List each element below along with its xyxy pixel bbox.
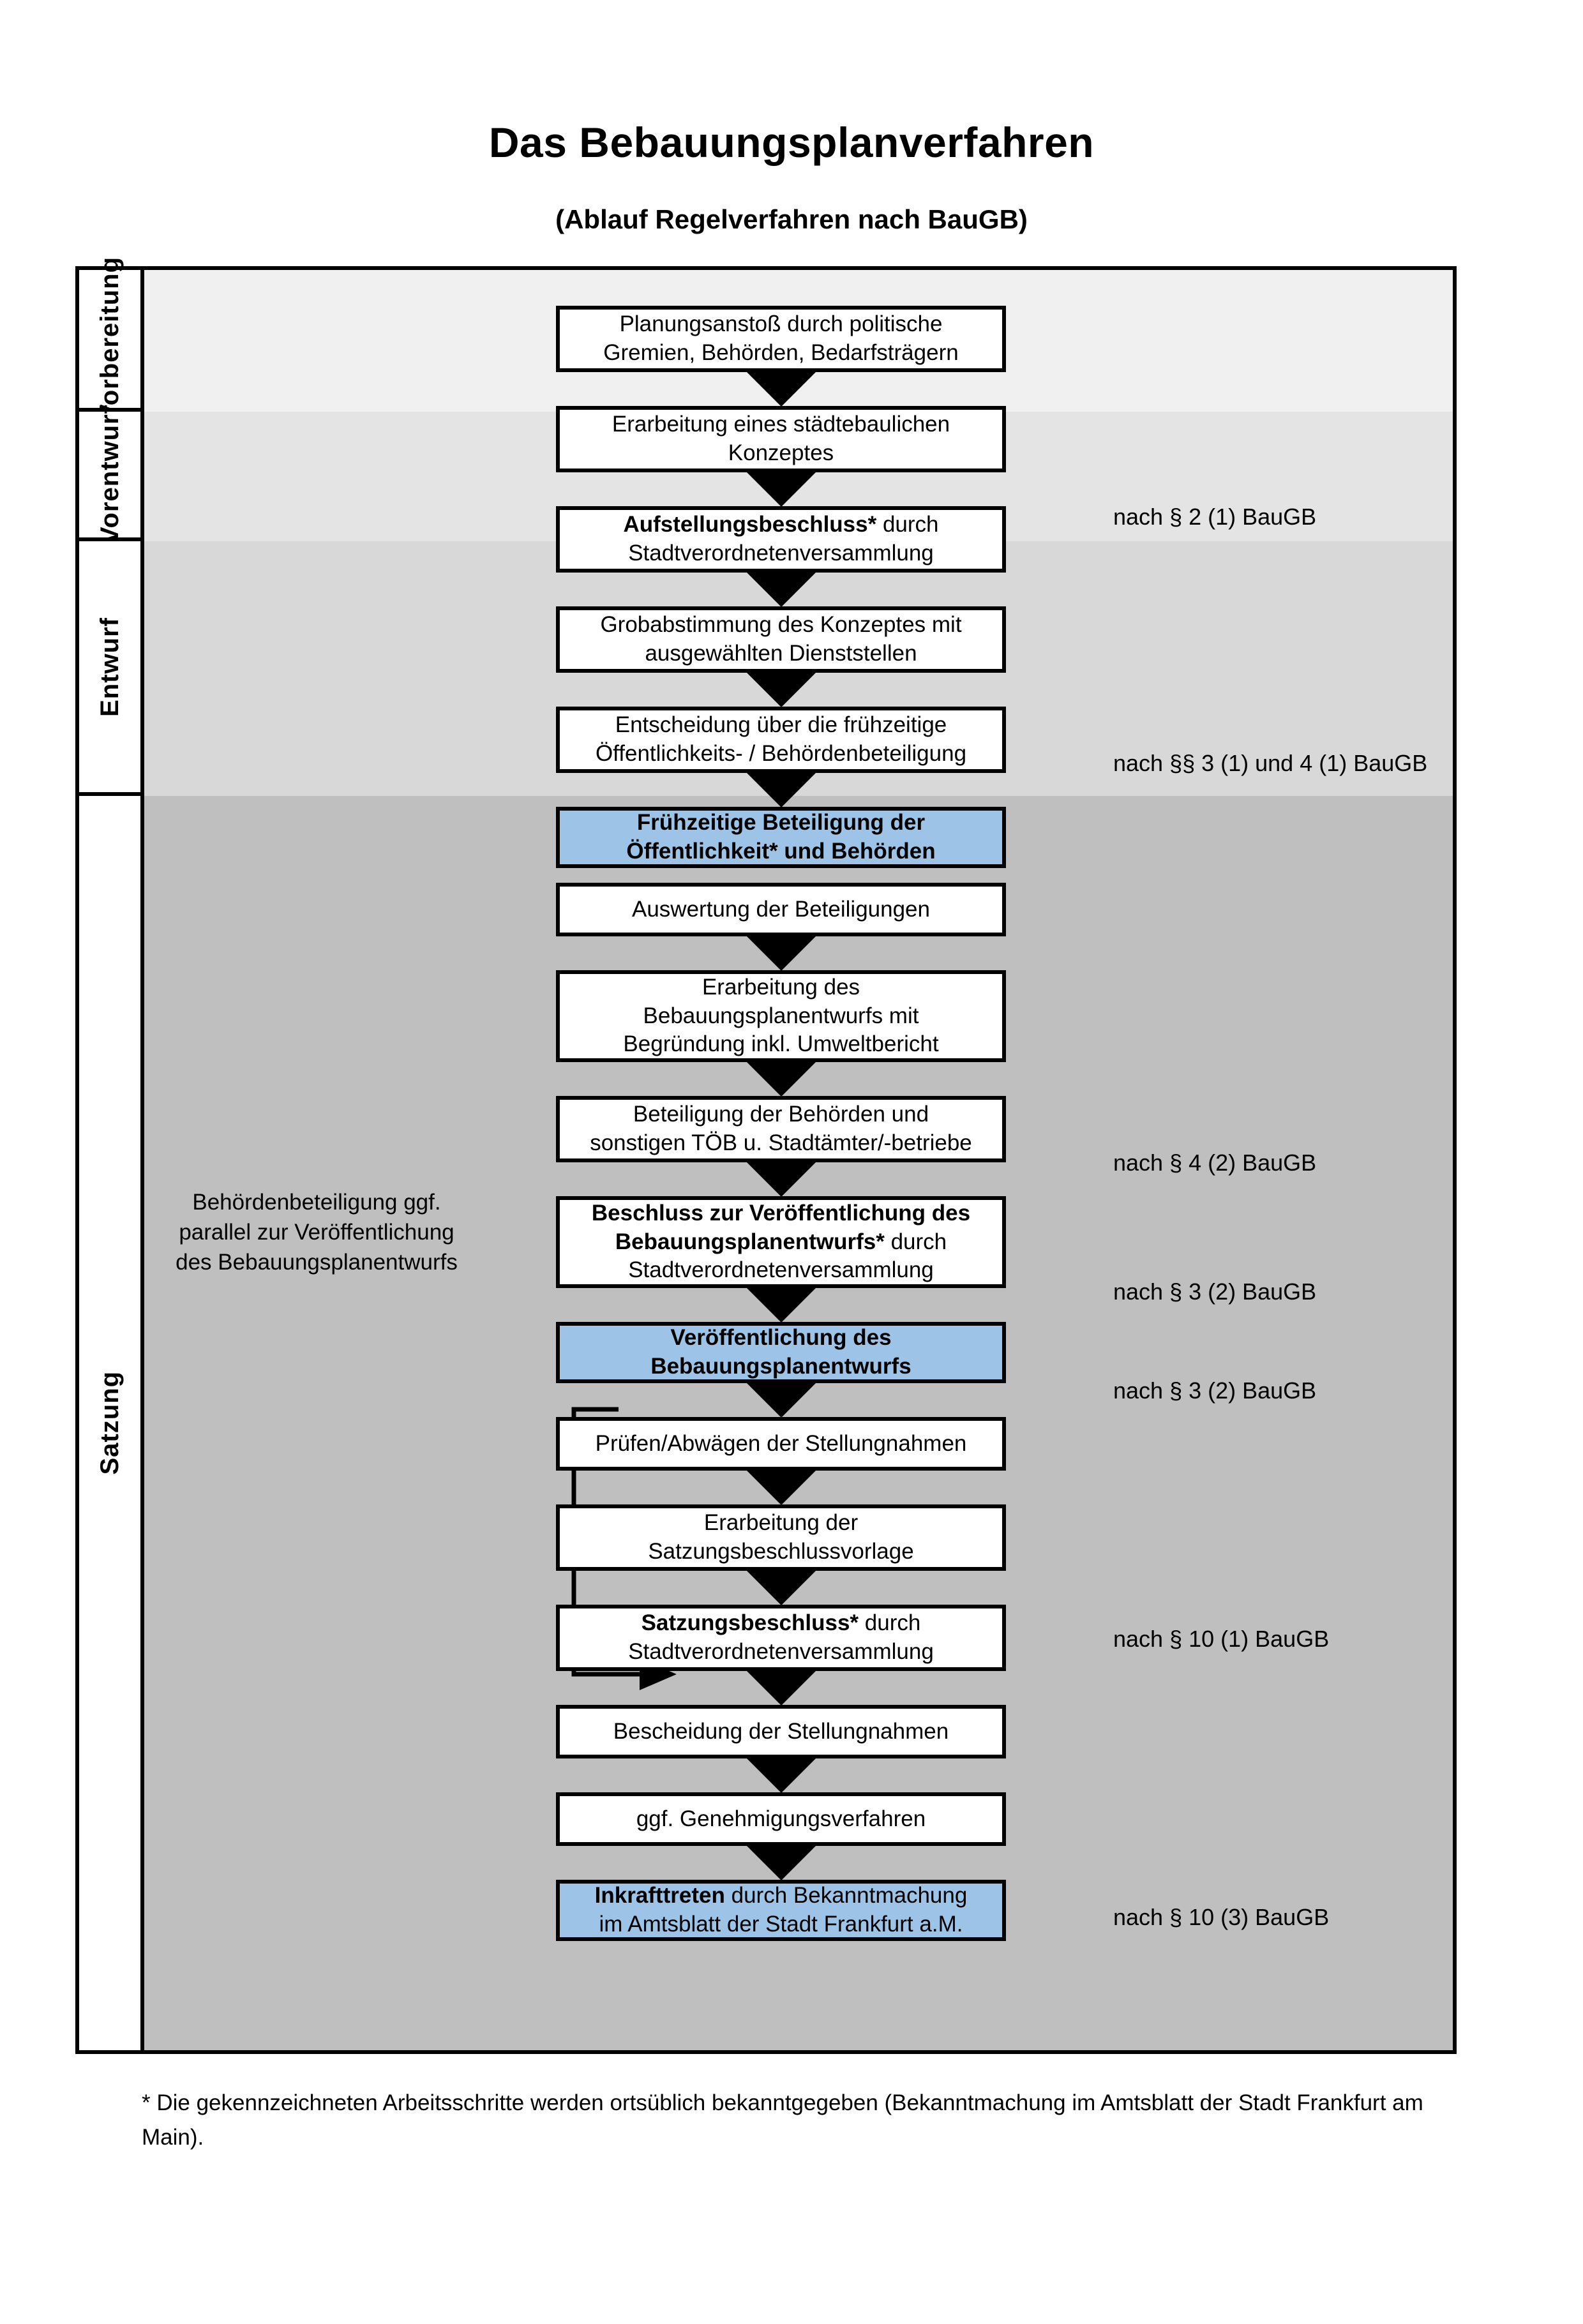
legal-ref-4-2: nach § 4 (2) BauGB [1113, 1150, 1317, 1176]
node-satzungsbeschlussvorlage[interactable]: Erarbeitung der Satzungsbeschlussvorlage [556, 1504, 1006, 1571]
phase-label-text: Entwurf [95, 617, 124, 717]
node-line: Öffentlichkeit* und Behörden [626, 837, 935, 866]
node-line: Inkrafttreten durch Bekanntmachung [595, 1882, 968, 1910]
node-line: sonstigen TÖB u. Stadtämter/-betriebe [590, 1130, 972, 1155]
phase-label-vorentwurf: Vorentwurf [79, 405, 144, 544]
node-bold-text: Veröffentlichung des [670, 1325, 892, 1351]
phase-label-text: Vorbereitung [95, 257, 124, 421]
node-line: Auswertung der Beteiligungen [632, 896, 930, 922]
diagram-frame: Vorbereitung Vorentwurf Entwurf Satzung … [75, 257, 1457, 2054]
node-regular-text: durch Bekanntmachung [724, 1883, 968, 1908]
node-line: Bebauungsplanentwurfs mit [643, 1003, 919, 1028]
phase-label-vorbereitung: Vorbereitung [79, 257, 144, 421]
node-line: Stadtverordnetenversammlung [628, 1257, 934, 1283]
node-line: Öffentlichkeits- / Behördenbeteiligung [595, 741, 967, 766]
legal-ref-3-2-b: nach § 3 (2) BauGB [1113, 1377, 1317, 1404]
node-line: ausgewählten Dienststellen [645, 641, 917, 666]
node-bold-text: Bebauungsplanentwurfs* [615, 1229, 885, 1254]
node-line: ggf. Genehmigungsverfahren [636, 1806, 926, 1831]
node-genehmigungsverfahren[interactable]: ggf. Genehmigungsverfahren [556, 1792, 1006, 1846]
legal-ref-10-3: nach § 10 (3) BauGB [1113, 1904, 1330, 1930]
node-line: im Amtsblatt der Stadt Frankfurt a.M. [599, 1912, 963, 1937]
node-bold-text: Satzungsbeschluss* [641, 1610, 859, 1636]
node-veroeffentlichung-entwurf[interactable]: Veröffentlichung des Bebauungsplanentwur… [556, 1322, 1006, 1383]
legal-ref-2-1: nach § 2 (1) BauGB [1113, 504, 1317, 530]
legal-ref-3-2-a: nach § 3 (2) BauGB [1113, 1278, 1317, 1305]
node-line: Beteiligung der Behörden und [633, 1102, 929, 1127]
node-line: Bescheidung der Stellungnahmen [613, 1718, 949, 1744]
node-erarbeitung-bebauungsplanentwurf[interactable]: Erarbeitung des Bebauungsplanentwurfs mi… [556, 970, 1006, 1062]
node-line: Prüfen/Abwägen der Stellungnahmen [595, 1430, 967, 1456]
node-fruehzeitige-beteiligung[interactable]: Frühzeitige Beteiligung der Öffentlichke… [556, 807, 1006, 868]
node-regular-text: durch [859, 1610, 921, 1636]
node-bold-text: Öffentlichkeit* und Behörden [626, 839, 936, 864]
node-regular-text: durch [884, 1229, 947, 1254]
footnote: * Die gekennzeichneten Arbeitsschritte w… [142, 2090, 1423, 2150]
page-title: Das Bebauungsplanverfahren [488, 119, 1095, 166]
page-subtitle: (Ablauf Regelverfahren nach BauGB) [555, 204, 1028, 234]
phase-label-text: Vorentwurf [95, 405, 124, 544]
phase-label-entwurf: Entwurf [79, 541, 144, 796]
node-line: Satzungsbeschlussvorlage [648, 1539, 914, 1564]
node-bold-text: Inkrafttreten [594, 1883, 725, 1908]
node-entscheidung-fruehzeitige[interactable]: Entscheidung über die frühzeitige Öffent… [556, 707, 1006, 773]
node-inkrafttreten[interactable]: Inkrafttreten durch Bekanntmachung im Am… [556, 1880, 1006, 1941]
node-beschluss-veroeffentlichung[interactable]: Beschluss zur Veröffentlichung des Bebau… [556, 1196, 1006, 1288]
phase-label-text: Satzung [95, 1371, 124, 1475]
node-staedtebauliches-konzept[interactable]: Erarbeitung eines städtebaulichen Konzep… [556, 406, 1006, 472]
legal-ref-3-1-4-1: nach §§ 3 (1) und 4 (1) BauGB [1113, 750, 1428, 776]
node-line: Beschluss zur Veröffentlichung des [592, 1199, 970, 1228]
node-line: Konzeptes [728, 440, 834, 465]
sidenote-line: ggf. parallel zur [179, 1190, 441, 1245]
node-regular-text: durch [876, 512, 939, 537]
phase-label-satzung: Satzung [79, 796, 144, 2050]
node-line: Bebauungsplanentwurfs [650, 1353, 911, 1381]
sidenote-line: Veröffentlichung des [176, 1219, 454, 1275]
sidenote-line: Behördenbeteiligung [192, 1190, 398, 1215]
node-line: Satzungsbeschluss* durch [628, 1609, 934, 1638]
node-grobabstimmung[interactable]: Grobabstimmung des Konzeptes mit ausgewä… [556, 606, 1006, 673]
node-line: Entscheidung über die frühzeitige [615, 712, 947, 738]
sidenote-behoerdenbeteiligung: Behördenbeteiligung ggf. parallel zur Ve… [167, 1188, 467, 1278]
node-line: Frühzeitige Beteiligung der [626, 809, 935, 837]
node-line: Erarbeitung eines städtebaulichen [611, 412, 950, 437]
node-line: Bebauungsplanentwurfs* durch [592, 1228, 970, 1257]
node-line: Planungsanstoß durch politische [619, 311, 943, 337]
node-planungsanstoss[interactable]: Planungsanstoß durch politische Gremien,… [556, 306, 1006, 372]
node-bescheidung-stellungnahmen[interactable]: Bescheidung der Stellungnahmen [556, 1705, 1006, 1758]
node-bold-text: Beschluss zur Veröffentlichung des [591, 1200, 971, 1226]
node-beteiligung-behoerden-toeb[interactable]: Beteiligung der Behörden und sonstigen T… [556, 1096, 1006, 1162]
node-line: Begründung inkl. Umweltbericht [623, 1031, 939, 1057]
node-line: Stadtverordnetenversammlung [628, 1639, 934, 1664]
node-pruefen-abwaegen[interactable]: Prüfen/Abwägen der Stellungnahmen [556, 1417, 1006, 1471]
node-line: Erarbeitung des [701, 974, 860, 1000]
legal-ref-10-1: nach § 10 (1) BauGB [1113, 1626, 1330, 1652]
node-line: Gremien, Behörden, Bedarfsträgern [603, 340, 959, 365]
node-line: Erarbeitung der [703, 1510, 859, 1536]
node-aufstellungsbeschluss[interactable]: Aufstellungsbeschluss* durch Stadtverord… [556, 506, 1006, 573]
node-line: Veröffentlichung des [650, 1324, 911, 1353]
node-satzungsbeschluss[interactable]: Satzungsbeschluss* durch Stadtverordnete… [556, 1605, 1006, 1671]
node-line: Grobabstimmung des Konzeptes mit [600, 612, 962, 638]
node-auswertung-beteiligungen[interactable]: Auswertung der Beteiligungen [556, 883, 1006, 936]
node-bold-text: Frühzeitige Beteiligung der [636, 810, 926, 836]
node-line: Aufstellungsbeschluss* durch [623, 511, 938, 539]
sidenote-line: Bebauungsplanentwurfs [218, 1249, 458, 1275]
node-bold-text: Bebauungsplanentwurfs [650, 1354, 912, 1379]
node-line: Stadtverordnetenversammlung [628, 541, 934, 566]
node-bold-text: Aufstellungsbeschluss* [623, 512, 877, 537]
